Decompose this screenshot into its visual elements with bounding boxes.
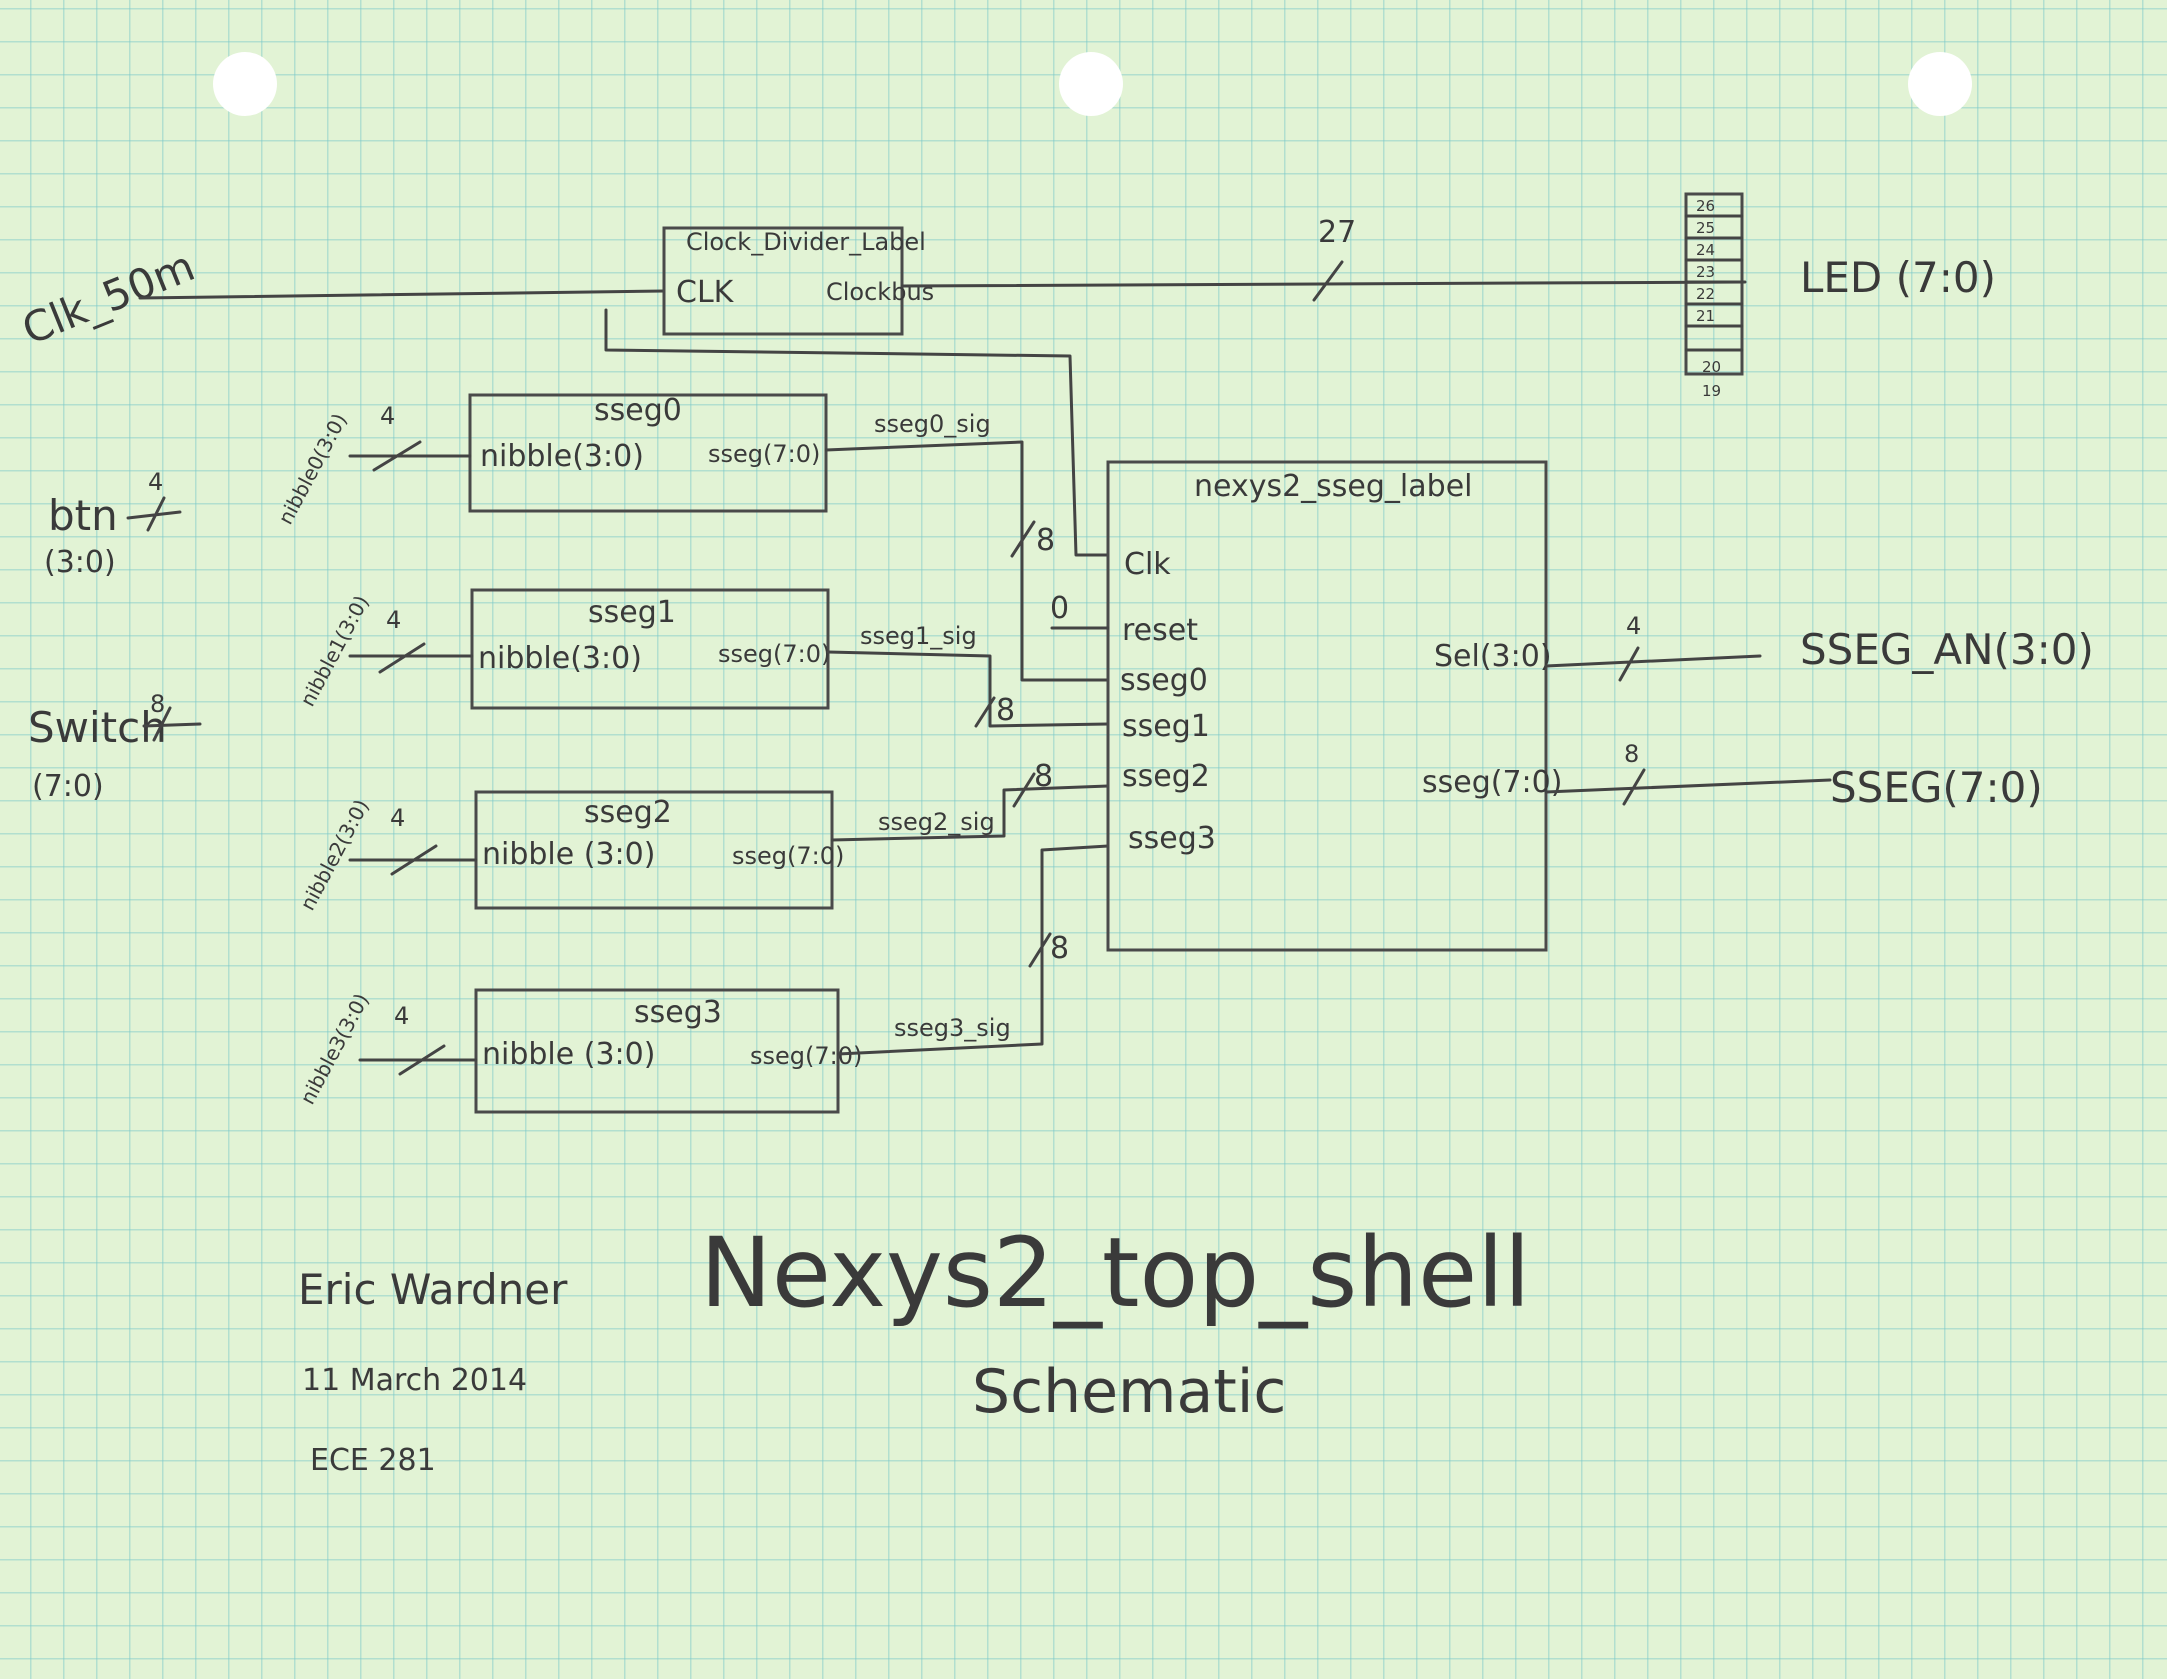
nibble2-width: 4 bbox=[390, 804, 405, 832]
clockbus-width-mark bbox=[1312, 260, 1344, 302]
led-bit-7: 19 bbox=[1702, 382, 1721, 400]
sseg2-sig-wire bbox=[830, 784, 1110, 842]
nibble2-wire bbox=[348, 844, 478, 876]
sseg2-bus-mark bbox=[1012, 772, 1036, 808]
clock-divider-block bbox=[662, 226, 904, 336]
switch-range-label: (7:0) bbox=[32, 769, 104, 804]
sseg1-bus-mark bbox=[974, 696, 996, 728]
sseg2-sig-label: sseg2_sig bbox=[878, 808, 995, 836]
nibble0-width: 4 bbox=[380, 402, 395, 430]
switch-bus-mark bbox=[142, 706, 202, 742]
binder-hole-right bbox=[1908, 52, 1972, 116]
sheet-title: Nexys2_top_shell bbox=[700, 1217, 1530, 1329]
nibble1-width: 4 bbox=[386, 606, 401, 634]
nexys-port-sel: Sel(3:0) bbox=[1434, 639, 1552, 674]
clock-divider-label: Clock_Divider_Label bbox=[686, 228, 926, 256]
nibble0-wire bbox=[348, 440, 472, 472]
sseg3-sig-label: sseg3_sig bbox=[894, 1014, 1011, 1042]
nibble3-width: 4 bbox=[394, 1002, 409, 1030]
led-bit-6: 20 bbox=[1702, 358, 1721, 376]
sseg-out-wire bbox=[1544, 768, 1832, 806]
sseg3-out-port: sseg(7:0) bbox=[750, 1042, 862, 1070]
nexys-port-reset: reset bbox=[1122, 613, 1198, 648]
date-label: 11 March 2014 bbox=[302, 1363, 527, 1398]
binder-hole-left bbox=[213, 52, 277, 116]
sseg1-in-port: nibble(3:0) bbox=[478, 641, 642, 676]
sseg-output-label: SSEG(7:0) bbox=[1830, 763, 2043, 812]
nibble3-wire bbox=[358, 1044, 478, 1076]
sseg1-sig-label: sseg1_sig bbox=[860, 622, 977, 650]
clockbus-width-label: 27 bbox=[1318, 215, 1356, 250]
btn-bus-mark bbox=[126, 496, 182, 532]
sseg2-bus-width: 8 bbox=[1034, 759, 1053, 794]
sseg1-sig-wire bbox=[826, 650, 1110, 728]
nibble0-input-label: nibble0(3:0) bbox=[273, 409, 351, 528]
binder-hole-middle bbox=[1059, 52, 1123, 116]
btn-width-label: 4 bbox=[148, 468, 163, 496]
author-label: Eric Wardner bbox=[298, 1265, 568, 1314]
btn-input-label: btn bbox=[48, 491, 118, 540]
sseg1-bus-width: 8 bbox=[996, 693, 1015, 728]
sseg0-block bbox=[468, 393, 828, 513]
clockbus-wire bbox=[900, 280, 1747, 288]
nexys-port-sseg-out: sseg(7:0) bbox=[1422, 765, 1562, 800]
nexys-sseg-block bbox=[1106, 460, 1548, 952]
sseg1-block bbox=[470, 588, 830, 710]
sseg3-bus-mark bbox=[1028, 932, 1052, 968]
switch-width-label: 8 bbox=[150, 690, 165, 718]
course-label: ECE 281 bbox=[310, 1443, 436, 1478]
nibble2-input-label: nibble2(3:0) bbox=[295, 795, 373, 914]
sseg0-label: sseg0 bbox=[594, 393, 682, 428]
an-width-label: 4 bbox=[1626, 612, 1641, 640]
an-wire bbox=[1544, 646, 1762, 682]
led-bit-0: 26 bbox=[1696, 197, 1715, 215]
sseg3-bus-width: 8 bbox=[1050, 931, 1069, 966]
nexys-port-sseg2: sseg2 bbox=[1122, 759, 1210, 794]
sheet-subtitle: Schematic bbox=[972, 1357, 1286, 1427]
nibble1-wire bbox=[348, 642, 474, 674]
led-output-label: LED (7:0) bbox=[1800, 253, 1996, 302]
nibble3-input-label: nibble3(3:0) bbox=[295, 989, 373, 1108]
sseg0-bus-width: 8 bbox=[1036, 523, 1055, 558]
switch-input-label: Switch bbox=[28, 703, 167, 752]
clock-divider-clk-port: CLK bbox=[676, 275, 735, 310]
sseg2-out-port: sseg(7:0) bbox=[732, 842, 844, 870]
reset-value-label: 0 bbox=[1050, 591, 1069, 626]
sseg2-label: sseg2 bbox=[584, 795, 672, 830]
sseg-out-width-label: 8 bbox=[1624, 740, 1639, 768]
sseg3-block bbox=[474, 988, 840, 1114]
sseg3-label: sseg3 bbox=[634, 995, 722, 1030]
nexys-port-sseg0: sseg0 bbox=[1120, 663, 1208, 698]
sseg0-bus-mark bbox=[1010, 520, 1036, 558]
nibble1-input-label: nibble1(3:0) bbox=[295, 591, 373, 710]
sseg2-in-port: nibble (3:0) bbox=[482, 837, 655, 872]
clk-to-nexys-wire bbox=[604, 308, 1110, 557]
clk-wire bbox=[138, 289, 666, 300]
sseg0-in-port: nibble(3:0) bbox=[480, 439, 644, 474]
led-bit-stack: 26 25 24 23 22 21 20 19 bbox=[1684, 192, 1744, 400]
led-bit-4: 22 bbox=[1696, 285, 1715, 303]
led-bit-5: 21 bbox=[1696, 307, 1715, 325]
led-bit-2: 24 bbox=[1696, 241, 1715, 259]
sseg0-sig-wire bbox=[824, 440, 1110, 682]
nexys-block-label: nexys2_sseg_label bbox=[1194, 469, 1472, 504]
btn-range-label: (3:0) bbox=[44, 545, 116, 580]
led-bit-1: 25 bbox=[1696, 219, 1715, 237]
nexys-port-clk: Clk bbox=[1124, 547, 1171, 582]
sseg1-out-port: sseg(7:0) bbox=[718, 640, 830, 668]
nexys-port-sseg3: sseg3 bbox=[1128, 821, 1216, 856]
nexys-port-sseg1: sseg1 bbox=[1122, 709, 1210, 744]
clock-divider-clockbus-port: Clockbus bbox=[826, 278, 934, 306]
sseg0-out-port: sseg(7:0) bbox=[708, 440, 820, 468]
sseg1-label: sseg1 bbox=[588, 595, 676, 630]
sseg3-in-port: nibble (3:0) bbox=[482, 1037, 655, 1072]
sseg2-block bbox=[474, 790, 834, 910]
sseg-an-output-label: SSEG_AN(3:0) bbox=[1800, 625, 2094, 674]
sseg0-sig-label: sseg0_sig bbox=[874, 410, 991, 438]
led-bit-3: 23 bbox=[1696, 263, 1715, 281]
